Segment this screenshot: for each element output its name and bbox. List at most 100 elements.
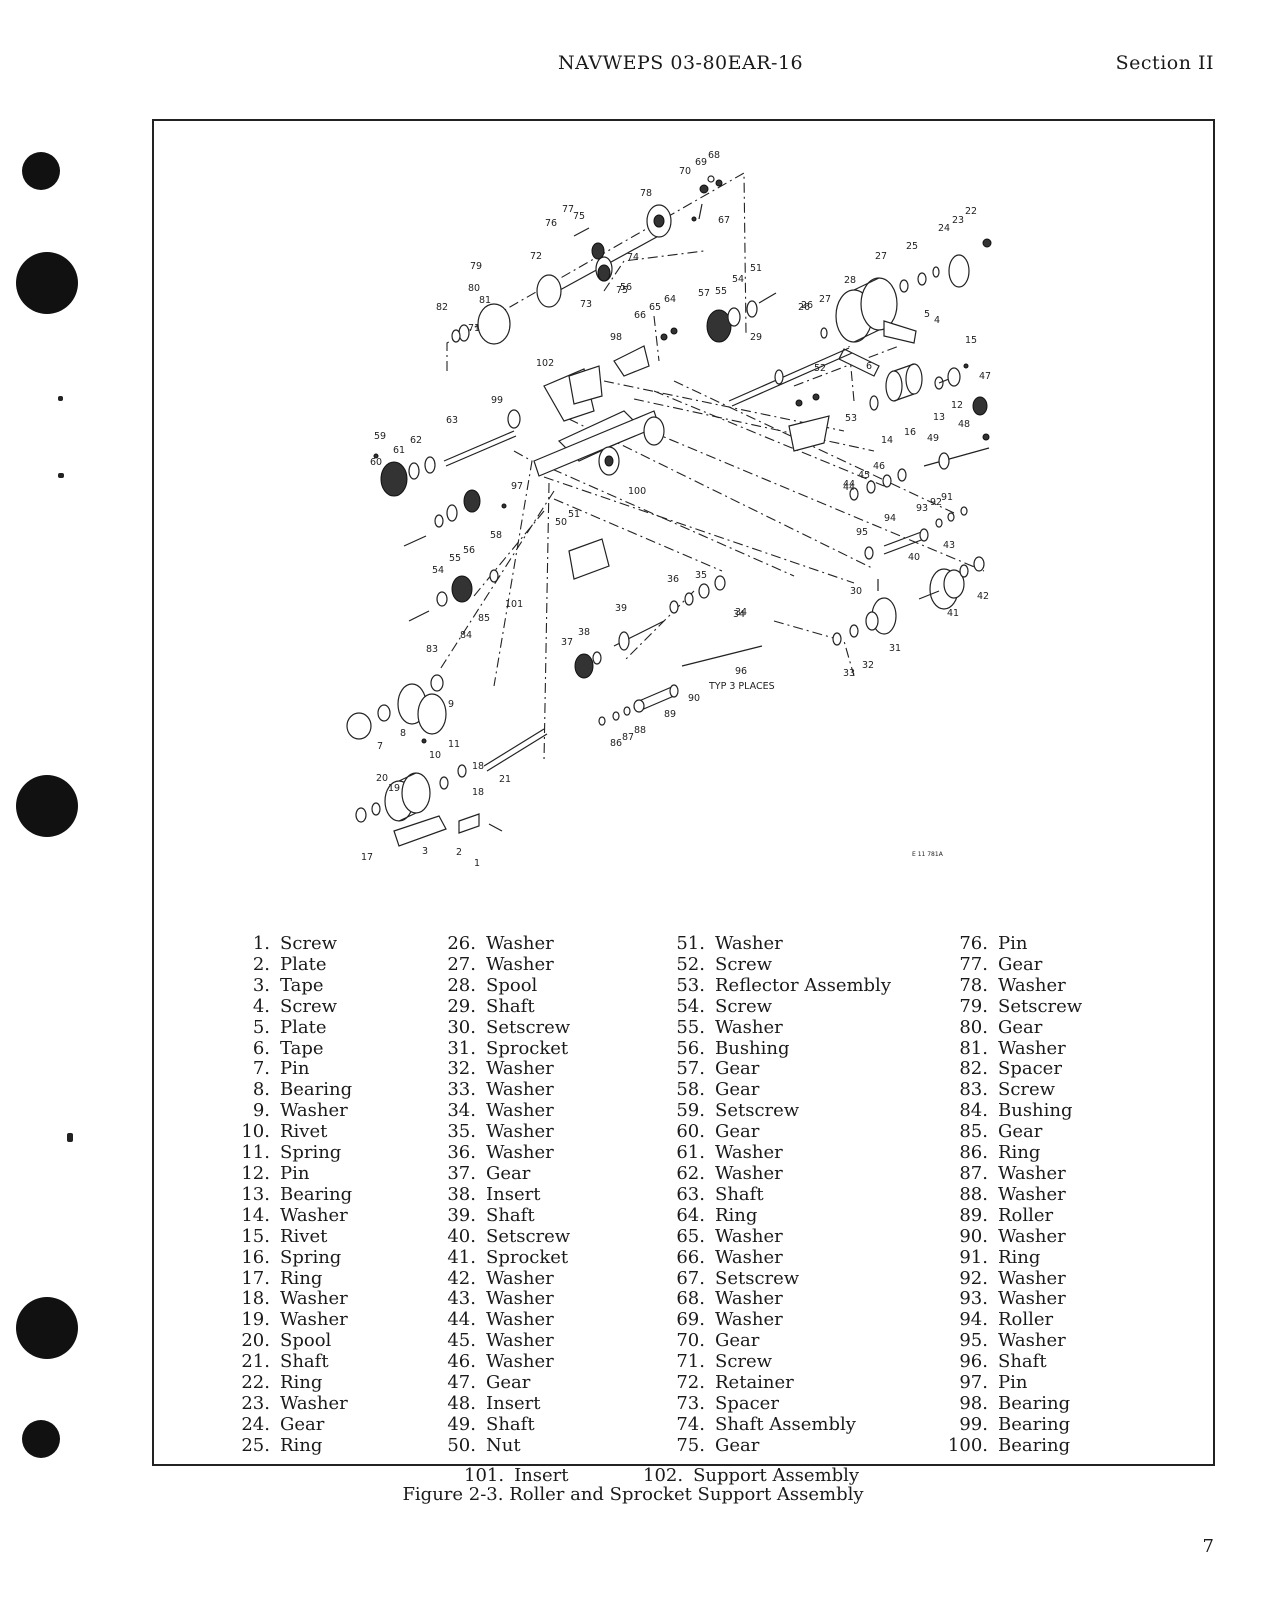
legend-part-name: Plate [280,1016,327,1038]
callout-73: 73 [580,299,592,310]
legend-number: 7. [252,1058,270,1080]
legend-number: 52. [676,953,705,975]
legend-number: 23. [241,1392,270,1414]
legend-number: 14. [241,1204,270,1226]
legend-row: 68.Washer [663,1288,891,1310]
legend-row: 39.Shaft [443,1205,570,1227]
legend-part-name: Gear [715,1079,760,1101]
legend-part-name: Gear [715,1058,760,1080]
legend-part-name: Ring [280,1372,323,1394]
legend-number: 91. [959,1246,988,1268]
callout-66: 66 [634,310,646,321]
legend-row: 5.Plate [240,1016,352,1039]
legend-number: 70. [676,1330,705,1352]
legend-part-name: Setscrew [486,1225,571,1247]
legend-part-name: Gear [486,1162,531,1184]
legend-row: 45.Washer [443,1330,570,1352]
legend-number: 43. [447,1288,476,1310]
legend-row: 10.Rivet [240,1121,352,1143]
legend-number: 72. [676,1372,705,1394]
legend-row: 80.Gear [946,1017,1082,1039]
legend-row: 15.Rivet [240,1225,352,1248]
legend-number: 76. [959,933,988,954]
legend-part-name: Washer [486,1288,554,1310]
legend-number: 48. [447,1392,476,1414]
legend-part-name: Washer [998,974,1066,996]
legend-part-name: Spring [280,1142,342,1164]
callout-9: 9 [448,699,454,710]
callout-97: 97 [511,481,523,492]
legend-row: 3.Tape [240,975,352,997]
sprocket-31-group [832,579,897,646]
legend-row: 62.Washer [663,1163,891,1185]
shaft-29 [728,347,853,407]
legend-number: 2. [252,953,270,975]
legend-row: 53.Reflector Assembly [663,975,891,997]
drawing-code: E 11 781A [912,851,944,858]
callout-79: 79 [470,261,482,272]
callout-25: 25 [906,241,918,252]
legend-number: 1. [252,933,270,954]
legend-number: 36. [447,1142,476,1164]
legend-row: 70. Gear [663,1330,891,1352]
legend-part-name: Washer [998,1162,1066,1184]
legend-part-name: Spring [280,1246,342,1268]
legend-part-name: Washer [998,1225,1066,1247]
legend-number: 65. [676,1225,705,1247]
callout-60: 60 [370,457,382,468]
legend-row: 19.Washer [240,1309,352,1331]
legend-part-name: Shaft [715,1183,764,1205]
legend-part-name: Washer [998,1183,1066,1205]
legend-number: 51. [676,933,705,954]
legend-part-name: Shaft [280,1351,329,1373]
legend-number: 42. [447,1267,476,1289]
legend-row: 72.Retainer [663,1372,891,1394]
legend-part-name: Ring [998,1142,1041,1164]
legend-number: 69. [676,1309,705,1331]
legend-row: 41.Sprocket [443,1247,570,1269]
legend-number: 49. [447,1413,476,1435]
legend-number: 92. [959,1267,988,1289]
legend-row: 2.Plate [240,953,352,976]
legend-row: 99.Bearing [946,1414,1082,1436]
legend-part-name: Ring [280,1267,323,1289]
legend-row: 83.Screw [946,1079,1082,1101]
legend-number: 95. [959,1330,988,1352]
legend-part-name: Sprocket [486,1037,569,1059]
legend-number: 12. [241,1162,270,1184]
legend-row: 50.Nut [443,1435,570,1457]
callout-75: 75 [616,285,628,296]
roller-94-group [864,506,968,560]
bearing-13-group [869,363,988,416]
section-label: Section II [1115,52,1214,74]
callout-27-repeat: 27 [819,294,831,305]
legend-row: 57.Gear [663,1058,891,1080]
legend-number: 64. [676,1204,705,1226]
callout-68: 68 [708,150,720,161]
legend-part-name: Spool [486,974,538,996]
legend-part-name: Washer [715,1016,783,1038]
callout-56: 56 [463,545,475,556]
legend-row: 94.Roller [946,1309,1082,1331]
legend-row: 23.Washer [240,1392,352,1415]
spool-20-assembly [355,772,503,847]
legend-row: 91.Ring [946,1246,1082,1269]
callout-52: 52 [814,363,826,374]
legend-number: 101. [464,1465,505,1486]
legend-part-name: Washer [486,1058,554,1080]
legend-part-name: Gear [715,1434,760,1456]
legend-number: 60. [676,1121,705,1143]
legend-number: 97. [959,1372,988,1394]
legend-number: 25. [241,1434,270,1456]
legend-number: 17. [241,1267,270,1289]
legend-part-name: Washer [486,1267,554,1289]
callout-18-repeat: 18 [472,761,484,772]
legend-part-name: Rivet [280,1225,328,1247]
callout-27: 27 [875,251,887,262]
callout-95: 95 [856,527,868,538]
legend-row: 76.Pin [946,933,1082,955]
legend-part-name: Bearing [998,1434,1071,1456]
callout-62: 62 [410,435,422,446]
legend-part-name: Gear [715,1330,760,1352]
